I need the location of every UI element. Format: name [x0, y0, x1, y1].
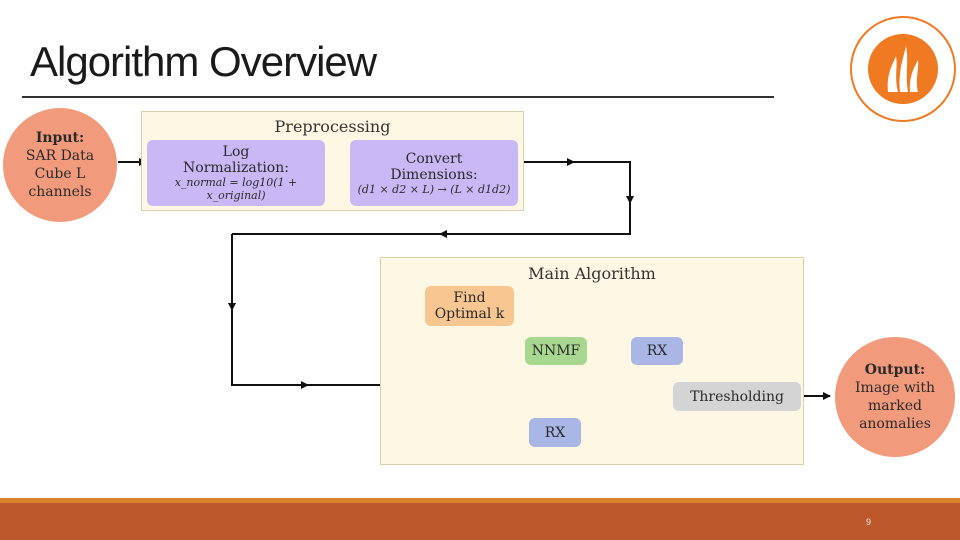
input-line-1: SAR Data: [25, 148, 95, 164]
rx-box-bottom: RX: [529, 418, 581, 447]
find-k-line1: Find: [453, 290, 486, 306]
page-number: 9: [866, 517, 872, 527]
nnmf-box: NNMF: [525, 337, 587, 365]
slide-title: Algorithm Overview: [30, 38, 377, 85]
output-line-2: marked: [867, 398, 923, 414]
preprocessing-title: Preprocessing: [274, 117, 391, 136]
input-line-2: Cube L: [34, 166, 86, 182]
output-line-1: Image with: [855, 380, 935, 396]
output-line-3: anomalies: [859, 416, 931, 432]
find-k-line2: Optimal k: [434, 306, 505, 322]
footer-bar: [0, 503, 960, 540]
output-title: Output:: [864, 362, 926, 378]
university-logo: [848, 14, 958, 124]
input-title: Input:: [35, 130, 85, 146]
rx-box-top: RX: [631, 337, 683, 365]
output-node: Output: Image with marked anomalies: [835, 337, 955, 457]
rx-top-label: RX: [646, 343, 668, 359]
convert-box-formula: (d1 × d2 × L) → (L × d1d2): [357, 182, 511, 196]
convert-dimensions-box: Convert Dimensions: (d1 × d2 × L) → (L ×…: [350, 140, 518, 206]
title-divider: [22, 96, 774, 98]
thresholding-label: Thresholding: [690, 388, 784, 405]
convert-box-line2: Dimensions:: [390, 166, 478, 183]
log-box-line1: Log: [222, 144, 250, 160]
university-logo-graphic: [850, 16, 956, 122]
log-box-formula: x_normal = log10(1 + x_original): [174, 176, 298, 202]
arrow-convert-down: [520, 161, 634, 204]
main-algorithm-title: Main Algorithm: [528, 264, 656, 283]
log-box-line2: Normalization:: [183, 160, 289, 176]
main-algorithm-panel: Main Algorithm: [380, 257, 804, 465]
nnmf-label: NNMF: [531, 343, 581, 359]
find-optimal-k-box: Find Optimal k: [425, 286, 514, 326]
input-line-3: channels: [28, 184, 92, 200]
log-normalization-box: Log Normalization: x_normal = log10(1 + …: [147, 140, 325, 206]
input-node: Input: SAR Data Cube L channels: [3, 108, 117, 222]
convert-box-line1: Convert: [405, 150, 463, 167]
arrow-to-main: [231, 310, 309, 389]
footer-accent-line: [0, 498, 960, 503]
thresholding-box: Thresholding: [673, 382, 801, 411]
rx-bottom-label: RX: [544, 424, 566, 441]
